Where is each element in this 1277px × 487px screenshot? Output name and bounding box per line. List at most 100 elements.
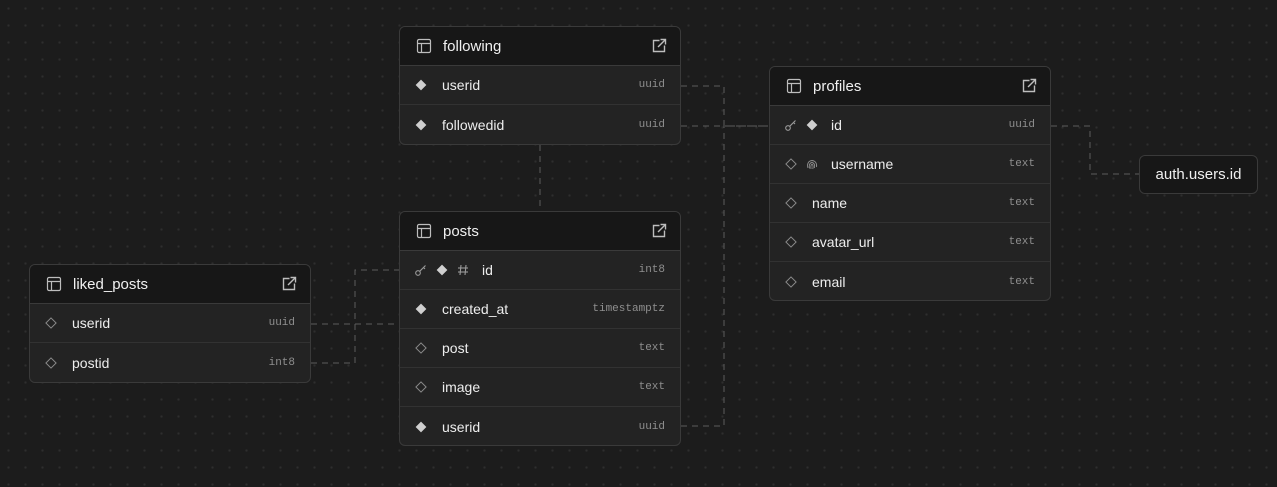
diamond-outline-icon bbox=[44, 356, 58, 370]
external-link-icon[interactable] bbox=[650, 222, 668, 240]
fingerprint-icon bbox=[805, 157, 819, 171]
column-icons bbox=[414, 118, 442, 132]
column-type: timestamptz bbox=[592, 303, 665, 315]
key-icon bbox=[784, 118, 798, 132]
column-row-image[interactable]: image text bbox=[400, 368, 680, 407]
diamond-filled-icon bbox=[414, 420, 428, 434]
table-header[interactable]: liked_posts bbox=[30, 265, 310, 304]
diamond-filled-icon bbox=[435, 263, 449, 277]
column-type: text bbox=[1008, 275, 1035, 288]
diamond-filled-icon bbox=[414, 302, 428, 316]
column-type: text bbox=[1008, 158, 1035, 170]
column-row-name[interactable]: name text bbox=[770, 184, 1050, 223]
column-icons bbox=[414, 420, 442, 434]
table-following[interactable]: following userid uuid followedid uuid bbox=[399, 26, 681, 145]
column-row-post[interactable]: post text bbox=[400, 329, 680, 368]
column-icons bbox=[784, 235, 812, 249]
column-type: int8 bbox=[268, 356, 295, 369]
table-header[interactable]: following bbox=[400, 27, 680, 66]
key-icon bbox=[414, 263, 428, 277]
table-header[interactable]: profiles bbox=[770, 67, 1050, 106]
edge-liked-postid-posts-id bbox=[311, 269, 400, 364]
table-name: following bbox=[443, 37, 502, 55]
edge-profiles-id-auth-users bbox=[1051, 125, 1139, 175]
table-icon bbox=[46, 276, 62, 292]
column-icons bbox=[414, 78, 442, 92]
diamond-filled-icon bbox=[805, 118, 819, 132]
column-name: name bbox=[812, 195, 848, 211]
table-name: profiles bbox=[813, 77, 862, 95]
edge-posts-userid-profiles-id bbox=[681, 126, 725, 427]
table-posts[interactable]: posts id int8 created_at timestamptz post text… bbox=[399, 211, 681, 446]
column-icons bbox=[44, 356, 72, 370]
column-name: image bbox=[442, 379, 481, 395]
column-row-userid[interactable]: userid uuid bbox=[30, 304, 310, 343]
column-type: text bbox=[638, 381, 665, 393]
column-row-id[interactable]: id int8 bbox=[400, 251, 680, 290]
edge-following-userid-profiles-id bbox=[681, 85, 769, 127]
diamond-outline-icon bbox=[414, 380, 428, 394]
diamond-outline-icon bbox=[784, 275, 798, 289]
column-icons bbox=[414, 341, 442, 355]
column-name: userid bbox=[442, 77, 481, 93]
column-row-userid[interactable]: userid uuid bbox=[400, 407, 680, 445]
diamond-outline-icon bbox=[414, 341, 428, 355]
external-link-icon[interactable] bbox=[280, 275, 298, 293]
external-reference-label: auth.users.id bbox=[1155, 166, 1242, 183]
column-row-avatar-url[interactable]: avatar_url text bbox=[770, 223, 1050, 262]
column-icons bbox=[414, 302, 442, 316]
column-name: postid bbox=[72, 354, 110, 371]
column-icons bbox=[414, 380, 442, 394]
column-row-userid[interactable]: userid uuid bbox=[400, 66, 680, 105]
table-name: posts bbox=[443, 222, 479, 240]
column-type: int8 bbox=[638, 264, 665, 276]
column-row-followedid[interactable]: followedid uuid bbox=[400, 105, 680, 144]
column-name: username bbox=[831, 156, 894, 172]
diamond-filled-icon bbox=[414, 118, 428, 132]
column-type: uuid bbox=[638, 118, 665, 131]
diamond-filled-icon bbox=[414, 78, 428, 92]
column-row-created-at[interactable]: created_at timestamptz bbox=[400, 290, 680, 329]
column-name: email bbox=[812, 273, 846, 290]
column-row-username[interactable]: username text bbox=[770, 145, 1050, 184]
diamond-outline-icon bbox=[44, 316, 58, 330]
column-name: created_at bbox=[442, 301, 509, 317]
column-icons bbox=[414, 263, 482, 277]
column-icons bbox=[784, 157, 831, 171]
column-name: userid bbox=[72, 315, 111, 331]
diamond-outline-icon bbox=[784, 235, 798, 249]
column-name: userid bbox=[442, 418, 481, 435]
column-name: id bbox=[482, 262, 493, 278]
column-icons bbox=[784, 275, 812, 289]
column-icons bbox=[784, 196, 812, 210]
external-link-icon[interactable] bbox=[650, 37, 668, 55]
column-type: uuid bbox=[638, 420, 665, 433]
column-type: uuid bbox=[268, 317, 295, 329]
table-icon bbox=[416, 38, 432, 54]
column-name: followedid bbox=[442, 116, 505, 133]
column-name: avatar_url bbox=[812, 234, 875, 250]
column-row-id[interactable]: id uuid bbox=[770, 106, 1050, 145]
table-icon bbox=[416, 223, 432, 239]
diamond-outline-icon bbox=[784, 157, 798, 171]
column-name: id bbox=[831, 117, 842, 133]
column-name: post bbox=[442, 340, 469, 356]
external-reference-auth-users-id[interactable]: auth.users.id bbox=[1139, 155, 1258, 194]
column-row-postid[interactable]: postid int8 bbox=[30, 343, 310, 382]
column-type: text bbox=[1008, 236, 1035, 248]
column-type: text bbox=[1008, 197, 1035, 209]
column-type: text bbox=[638, 342, 665, 354]
table-name: liked_posts bbox=[73, 275, 149, 293]
column-icons bbox=[784, 118, 831, 132]
column-type: uuid bbox=[1008, 119, 1035, 131]
table-icon bbox=[786, 78, 802, 94]
column-type: uuid bbox=[638, 79, 665, 91]
column-icons bbox=[44, 316, 72, 330]
hash-icon bbox=[456, 263, 470, 277]
external-link-icon[interactable] bbox=[1020, 77, 1038, 95]
diamond-outline-icon bbox=[784, 196, 798, 210]
column-row-email[interactable]: email text bbox=[770, 262, 1050, 300]
table-header[interactable]: posts bbox=[400, 212, 680, 251]
